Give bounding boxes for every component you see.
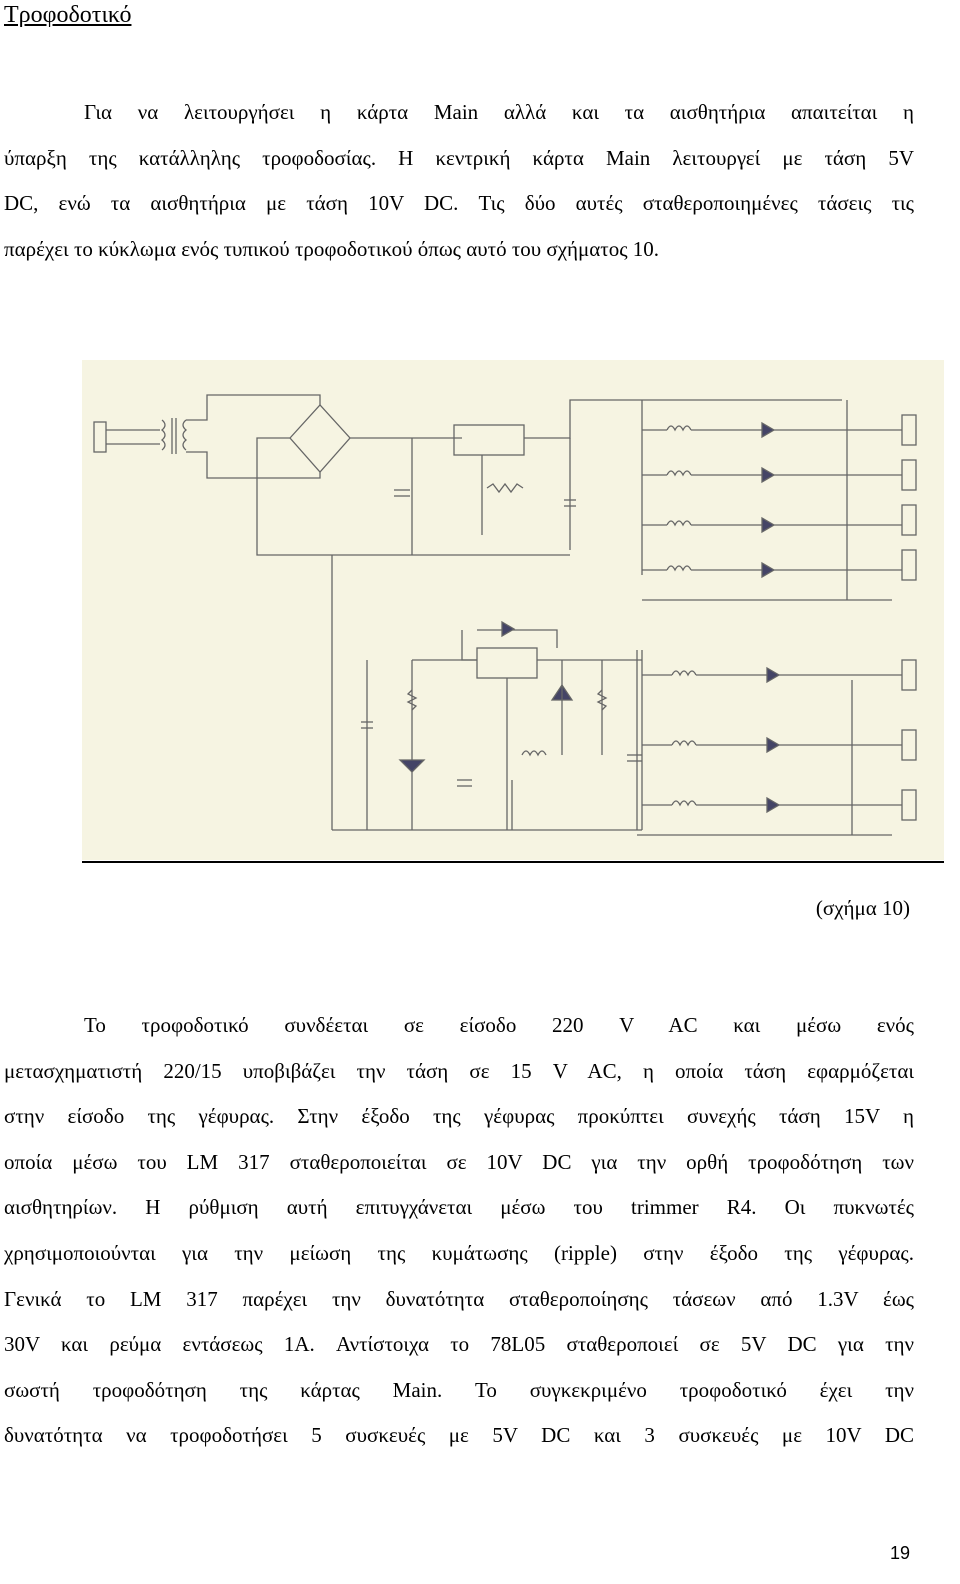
output-connector <box>901 659 917 691</box>
zener-diode <box>398 759 426 773</box>
description-line: δυνατότητα να τροφοδοτήσει 5 συσκευές με… <box>4 1423 914 1448</box>
led-diode <box>766 666 781 684</box>
input-connector <box>93 421 107 453</box>
description-line: Γενικά το LM 317 παρέχει την δυνατότητα … <box>4 1286 914 1311</box>
output-connector <box>901 789 917 821</box>
output-connector <box>901 459 917 491</box>
description-line: 30V και ρεύμα εντάσεως 1A. Αντίστοιχα το… <box>4 1332 914 1357</box>
circuit-schematic-figure <box>82 360 944 860</box>
intro-line: παρέχει το κύκλωμα ενός τυπικού τροφοδοτ… <box>4 236 660 261</box>
led-diode <box>761 516 776 534</box>
circuit-schematic <box>93 394 917 836</box>
description-line: αισθητηρίων. Η ρύθμιση αυτή επιτυγχάνετα… <box>4 1195 914 1220</box>
bridge-rectifier <box>289 404 351 473</box>
description-line: Το τροφοδοτικό συνδέεται σε είσοδο 220 V… <box>84 1013 914 1037</box>
led-diode <box>761 421 776 439</box>
led-diode <box>766 796 781 814</box>
figure-caption: (σχήμα 10) <box>815 896 910 920</box>
description-line: χρησιμοποιούνται για την μείωση της κυμά… <box>4 1240 914 1265</box>
intro-line: ύπαρξη της κατάλληλης τροφοδοσίας. Η κεν… <box>4 145 914 170</box>
led-diode <box>766 736 781 754</box>
intro-line: DC, ενώ τα αισθητήρια με τάση 10V DC. Τι… <box>4 191 914 216</box>
page-number: 19 <box>889 1543 910 1563</box>
output-connector <box>901 504 917 536</box>
section-heading: Τροφοδοτικό <box>4 2 132 28</box>
intro-paragraph: Για να λειτουργήσει η κάρτα Main αλλά κα… <box>4 90 914 272</box>
transformer-symbol <box>160 418 188 454</box>
description-line: σωστή τροφοδότηση της κάρτας Main. Το συ… <box>4 1377 914 1402</box>
diode <box>501 620 516 638</box>
regulator-78l05 <box>453 424 525 456</box>
output-connector <box>901 549 917 581</box>
figure-divider <box>82 861 944 863</box>
output-connector <box>901 729 917 761</box>
intro-line: Για να λειτουργήσει η κάρτα Main αλλά κα… <box>84 100 914 124</box>
description-paragraph: Το τροφοδοτικό συνδέεται σε είσοδο 220 V… <box>4 1003 914 1459</box>
led-diode <box>761 561 776 579</box>
description-line: οποία μέσω του LM 317 σταθεροποιείται σε… <box>4 1149 914 1174</box>
output-connector <box>901 414 917 446</box>
description-line: μετασχηματιστή 220/15 υποβιβάζει την τάσ… <box>4 1058 914 1083</box>
led-diode <box>761 466 776 484</box>
description-line: στην είσοδο της γέφυρας. Στην έξοδο της … <box>4 1104 914 1129</box>
regulator-lm317 <box>476 647 538 679</box>
